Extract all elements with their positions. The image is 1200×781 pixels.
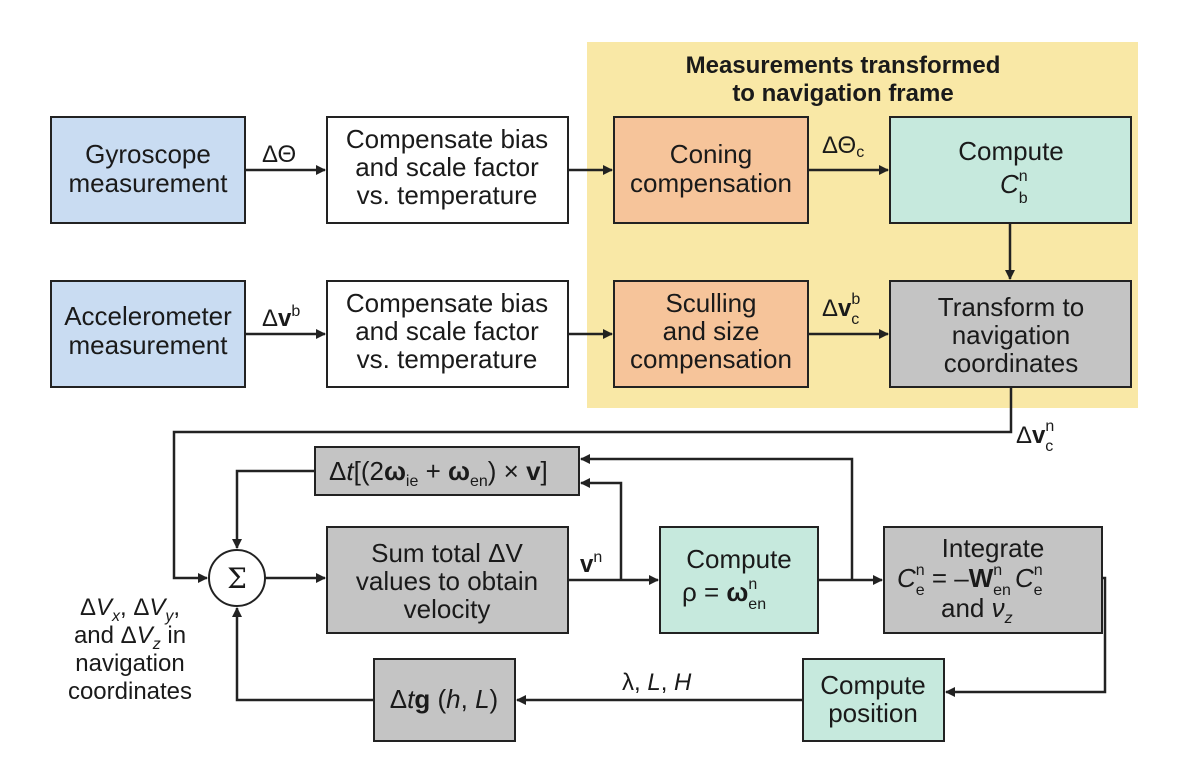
sigma-symbol: Σ	[227, 562, 247, 595]
arrow-velocity-feedback-coriolis	[580, 478, 623, 580]
transform-line1: Transform to	[938, 292, 1084, 322]
transform-line2: navigation	[952, 320, 1071, 350]
transform-line3: coordinates	[944, 348, 1078, 378]
gyro-compensate-box: Compensate bias and scale factor vs. tem…	[326, 116, 569, 224]
coriolis-correction-box: Δt[(2ωie + ωen) × v]	[314, 446, 580, 496]
coning-line2: compensation	[630, 168, 792, 198]
accelerometer-measurement-box: Accelerometer measurement	[50, 280, 246, 388]
side-note: ΔVx, ΔVy, and ΔVz in navigation coordina…	[68, 594, 192, 705]
frame-title-line1: Measurements transformed	[686, 52, 1001, 79]
arrow-rho-feedback-coriolis	[580, 454, 854, 580]
integrate-line3: and νz	[941, 593, 1013, 627]
gravity-formula: Δtg (h, L)	[390, 684, 498, 714]
gravity-box: Δtg (h, L)	[373, 658, 516, 742]
summation-node: Σ	[208, 549, 266, 607]
gyro-comp-line2: and scale factor	[355, 152, 539, 182]
label-vn: vn	[580, 549, 602, 578]
sum-v-line3: velocity	[404, 594, 491, 624]
sculling-compensation-box: Sculling and size compensation	[613, 280, 809, 388]
coriolis-formula: Δt[(2ωie + ωen) × v]	[329, 456, 548, 490]
accel-comp-line2: and scale factor	[355, 316, 539, 346]
gyro-line1: Gyroscope	[85, 139, 211, 169]
compute-cbn-line1: Compute	[958, 136, 1064, 166]
sum-velocity-box: Sum total ΔV values to obtain velocity	[326, 526, 569, 634]
gyro-line2: measurement	[69, 168, 229, 198]
compute-position-box: Compute position	[802, 658, 945, 742]
label-delta-theta: ΔΘ	[262, 141, 296, 168]
sculling-line1: Sculling	[665, 288, 756, 318]
accel-compensate-box: Compensate bias and scale factor vs. tem…	[326, 280, 569, 388]
coning-line1: Coning	[670, 139, 752, 169]
arrow-transform-to-sum	[172, 387, 1013, 583]
sum-v-line1: Sum total ΔV	[371, 538, 523, 568]
arrow-integrate-to-position	[945, 576, 1107, 697]
integrate-line1: Integrate	[942, 533, 1045, 563]
accel-line1: Accelerometer	[64, 301, 232, 331]
compute-rho-line1: Compute	[686, 544, 792, 574]
label-delta-vb: Δvb	[262, 303, 300, 332]
side-note-line4: coordinates	[68, 678, 192, 705]
sculling-line2: and size	[663, 316, 760, 346]
gyroscope-measurement-box: Gyroscope measurement	[50, 116, 246, 224]
arrow-coriolis-to-sum	[232, 469, 315, 549]
side-note-line3: navigation	[75, 650, 184, 677]
label-delta-theta-c: ΔΘc	[822, 132, 864, 161]
accel-line2: measurement	[69, 330, 229, 360]
transform-navigation-box: Transform to navigation coordinates	[889, 280, 1132, 388]
coning-compensation-box: Coning compensation	[613, 116, 809, 224]
gyro-comp-line3: vs. temperature	[357, 180, 538, 210]
accel-comp-line1: Compensate bias	[346, 288, 548, 318]
gyro-comp-line1: Compensate bias	[346, 124, 548, 154]
connectors	[172, 165, 1107, 705]
side-note-line1: ΔVx, ΔVy,	[80, 594, 180, 625]
compute-pos-line1: Compute	[820, 670, 926, 700]
side-note-line2: and ΔVz in	[74, 622, 186, 653]
sum-v-line2: values to obtain	[356, 566, 538, 596]
sculling-line3: compensation	[630, 344, 792, 374]
accel-comp-line3: vs. temperature	[357, 344, 538, 374]
label-lat-lon-height: λ, L, H	[622, 669, 692, 696]
arrow-gravity-to-sum	[232, 607, 374, 702]
compute-pos-line2: position	[828, 698, 918, 728]
frame-title-line2: to navigation frame	[732, 80, 953, 107]
